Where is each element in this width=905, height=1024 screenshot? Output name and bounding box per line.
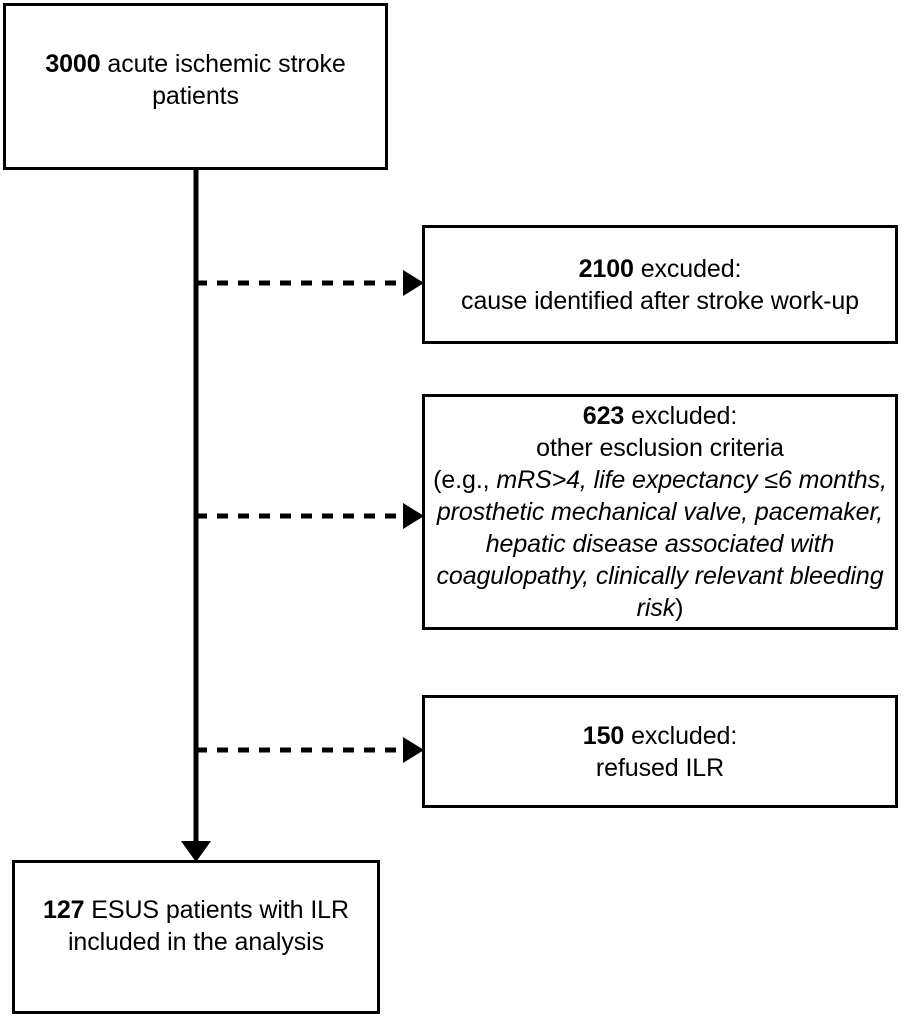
exclusion-branch-arrowhead-2-icon [403,503,424,529]
excluded-other-criteria-box-text: 623 excluded: other esclusion criteria (e.… [425,400,895,624]
excluded-refused-count: 150 [582,721,625,750]
enrollment-count: 3000 [45,49,101,78]
excluded-other-examples-italic: mRS>4, life expectancy ≤6 months, prosth… [436,466,887,622]
excluded-cause-detail: cause identified after stroke work-up [461,286,859,315]
enrollment-box: 3000 acute ischemic stroke patients [3,3,388,170]
included-count: 127 [43,896,85,924]
excluded-refused-ilr-box: 150 excluded: refused ILR [422,695,898,808]
excluded-cause-count: 2100 [578,254,634,283]
included-label: ESUS patients with ILR included in the a… [67,896,349,956]
excluded-cause-box-text: 2100 excuded: cause identified after stro… [425,253,895,317]
excluded-other-label: excluded: [624,402,738,430]
excluded-other-examples-prefix: (e.g., [433,466,497,494]
excluded-refused-label: excluded: [624,721,738,750]
enrollment-label: acute ischemic stroke patients [100,49,346,110]
enrollment-box-text: 3000 acute ischemic stroke patients [6,48,385,126]
included-analysis-box-text: 127 ESUS patients with ILR included in t… [15,894,377,980]
excluded-other-examples-suffix: ) [675,594,684,622]
included-analysis-box: 127 ESUS patients with ILR included in t… [12,860,380,1014]
excluded-other-criteria-box: 623 excluded: other esclusion criteria (e.… [422,394,898,630]
excluded-other-criteria-line: other esclusion criteria [536,434,784,462]
excluded-other-count: 623 [582,402,625,430]
exclusion-branch-arrowhead-3-icon [403,737,424,763]
excluded-cause-label: excuded: [633,254,742,283]
excluded-refused-detail: refused ILR [595,753,725,782]
main-connector-arrowhead-icon [181,841,211,862]
excluded-refused-ilr-box-text: 150 excluded: refused ILR [425,720,895,784]
excluded-cause-box: 2100 excuded: cause identified after stro… [422,225,898,344]
exclusion-branch-arrowhead-1-icon [403,270,424,296]
